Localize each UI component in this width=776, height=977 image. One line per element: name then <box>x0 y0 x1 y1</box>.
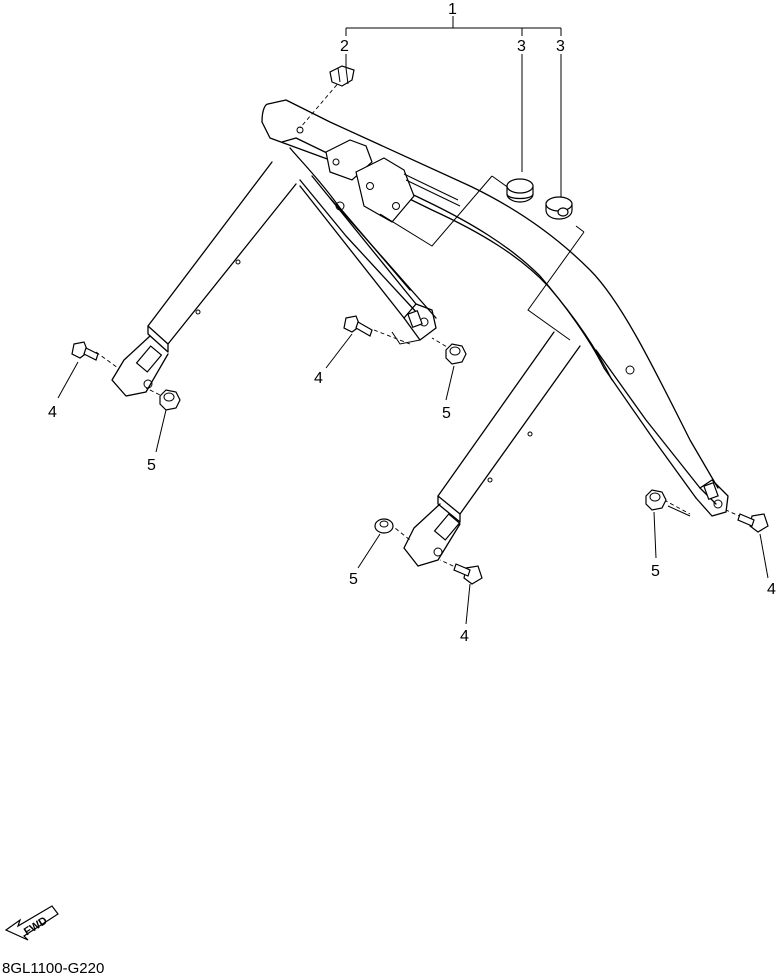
callout-labels: 1 2 3 3 4 4 4 4 5 5 5 5 <box>48 1 776 645</box>
callout-4c: 4 <box>460 628 469 645</box>
callout-3b: 3 <box>556 38 565 55</box>
callout-3a: 3 <box>517 38 526 55</box>
collar-part-5d <box>645 489 667 511</box>
leader-lines <box>57 333 769 625</box>
callout-4b: 4 <box>314 370 323 387</box>
bolt-part-4d <box>737 513 769 533</box>
callout-bracket-1 <box>345 16 562 200</box>
callout-4a: 4 <box>48 404 57 421</box>
callout-5d: 5 <box>651 563 660 580</box>
damper-part-3a <box>506 178 534 203</box>
rear-frame <box>111 99 729 567</box>
callout-5a: 5 <box>147 457 156 474</box>
bolt-part-4c <box>453 563 483 585</box>
damper-part-3b <box>545 196 573 220</box>
bolt-part-4a <box>71 341 99 361</box>
collar-part-5b <box>445 343 467 365</box>
callout-5b: 5 <box>442 405 451 422</box>
collar-part-5c <box>374 518 394 534</box>
collar-part-5a <box>159 389 181 411</box>
guide-lines <box>95 73 749 573</box>
callout-2: 2 <box>340 38 349 55</box>
bolt-part-4b <box>343 315 373 337</box>
clip-part-2 <box>329 65 355 87</box>
callout-1: 1 <box>448 1 457 18</box>
callout-4d: 4 <box>767 581 776 598</box>
callout-5c: 5 <box>349 571 358 588</box>
fwd-arrow-icon: FWD <box>4 905 59 941</box>
drawing-code: 8GL1100-G220 <box>2 960 104 977</box>
